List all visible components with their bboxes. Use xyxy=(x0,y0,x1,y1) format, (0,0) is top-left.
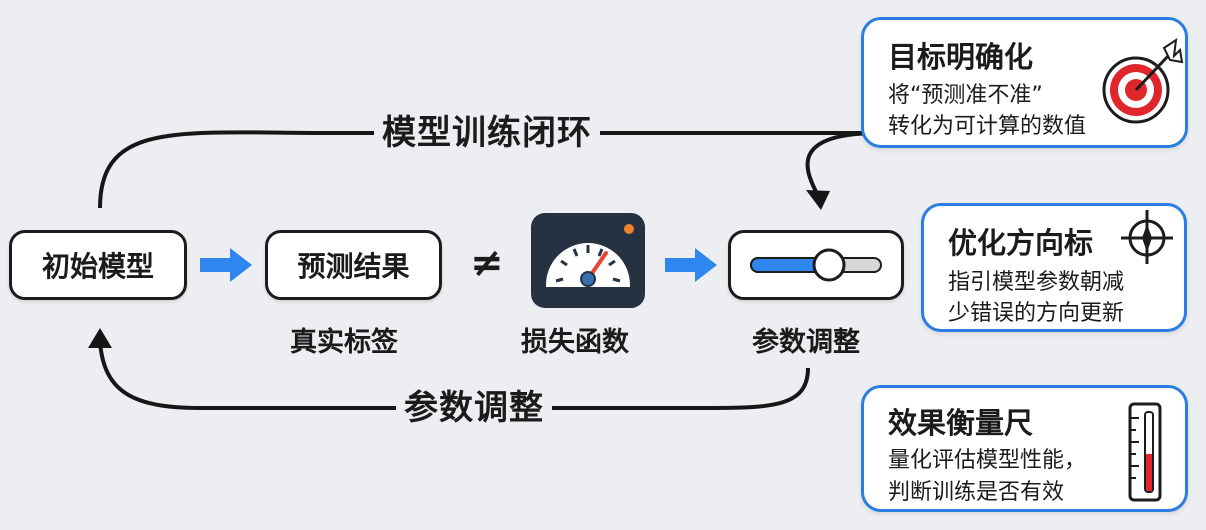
card-title: 目标明确化 xyxy=(888,40,1034,74)
card-measure: 效果衡量尺 量化评估模型性能， 判断训练是否有效 xyxy=(861,385,1188,512)
card-text-line: 量化评估模型性能， xyxy=(888,448,1087,473)
initial-model-label: 初始模型 xyxy=(41,250,154,283)
card-text-line: 指引模型参数朝减 xyxy=(948,270,1125,295)
initial-model-node: 初始模型 xyxy=(9,230,187,300)
compass-icon xyxy=(1121,210,1173,264)
loss-function-label: 损失函数 xyxy=(521,327,629,358)
card-title: 效果衡量尺 xyxy=(888,406,1034,440)
card-text-line: 判断训练是否有效 xyxy=(888,480,1065,505)
card-text-line: 将“预测准不准” xyxy=(888,83,1043,108)
thermometer-icon xyxy=(1128,402,1162,502)
prediction-label: 预测结果 xyxy=(297,250,410,283)
loop-title-bottom: 参数调整 xyxy=(396,386,552,430)
arrow-right-icon xyxy=(665,248,717,282)
top-loop-arrowhead xyxy=(806,190,830,210)
card-title: 优化方向标 xyxy=(948,226,1094,260)
param-adjust-label: 参数调整 xyxy=(752,327,860,358)
card-direction: 优化方向标 指引模型参数朝减 少错误的方向更新 xyxy=(921,203,1187,332)
arrow-right-icon xyxy=(200,248,252,282)
card-text-line: 少错误的方向更新 xyxy=(948,301,1125,326)
bottom-loop-arrowhead xyxy=(88,328,112,348)
top-loop-arrow xyxy=(98,130,881,209)
slider-icon xyxy=(750,248,882,282)
not-equal-sign: ≠ xyxy=(470,240,504,286)
card-goal: 目标明确化 将“预测准不准” 转化为可计算的数值 xyxy=(861,17,1188,148)
loop-title-top: 模型训练闭环 xyxy=(374,111,600,155)
param-adjust-node xyxy=(728,230,904,300)
prediction-node: 预测结果 xyxy=(265,230,442,300)
card-text-line: 转化为可计算的数值 xyxy=(888,114,1087,139)
gauge-icon xyxy=(531,213,645,308)
target-icon xyxy=(1102,37,1184,124)
true-label-text: 真实标签 xyxy=(290,327,398,358)
